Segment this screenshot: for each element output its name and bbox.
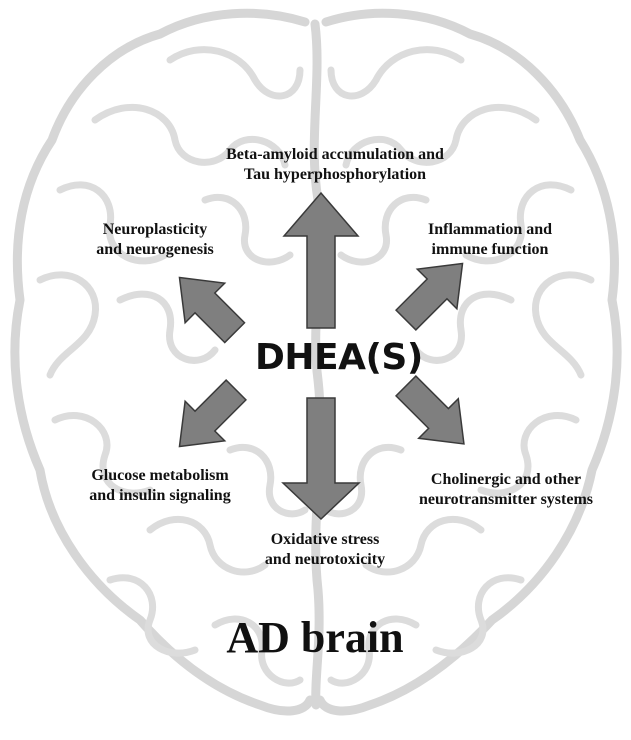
label-neuroplasticity: Neuroplasticity and neurogenesis bbox=[70, 220, 240, 260]
label-inflammation: Inflammation and immune function bbox=[400, 220, 580, 260]
label-beta-amyloid-line2: Tau hyperphosphorylation bbox=[185, 165, 485, 185]
label-beta-amyloid-line1: Beta-amyloid accumulation and bbox=[185, 145, 485, 165]
label-oxidative-stress: Oxidative stress and neurotoxicity bbox=[235, 530, 415, 570]
arrow-to-glucose-metabolism bbox=[160, 370, 256, 466]
arrow-up-to-beta-amyloid bbox=[284, 193, 358, 328]
label-cholinergic: Cholinergic and other neurotransmitter s… bbox=[395, 470, 617, 510]
label-neuroplasticity-line2: and neurogenesis bbox=[70, 240, 240, 260]
diagram-title: AD brain bbox=[180, 612, 450, 664]
label-neuroplasticity-line1: Neuroplasticity bbox=[70, 220, 240, 240]
label-glucose-metabolism-line2: and insulin signaling bbox=[55, 486, 265, 506]
label-oxidative-stress-line2: and neurotoxicity bbox=[235, 550, 415, 570]
label-glucose-metabolism: Glucose metabolism and insulin signaling bbox=[55, 466, 265, 506]
label-beta-amyloid: Beta-amyloid accumulation and Tau hyperp… bbox=[185, 145, 485, 185]
center-label-dhea: DHEA(S) bbox=[255, 336, 415, 380]
label-cholinergic-line2: neurotransmitter systems bbox=[395, 490, 617, 510]
arrow-to-cholinergic bbox=[386, 366, 484, 464]
label-glucose-metabolism-line1: Glucose metabolism bbox=[55, 466, 265, 486]
arrow-down-to-oxidative-stress bbox=[283, 398, 359, 519]
label-cholinergic-line1: Cholinergic and other bbox=[395, 470, 617, 490]
label-inflammation-line2: immune function bbox=[400, 240, 580, 260]
arrow-to-neuroplasticity bbox=[160, 258, 255, 353]
label-inflammation-line1: Inflammation and bbox=[400, 220, 580, 240]
label-oxidative-stress-line1: Oxidative stress bbox=[235, 530, 415, 550]
